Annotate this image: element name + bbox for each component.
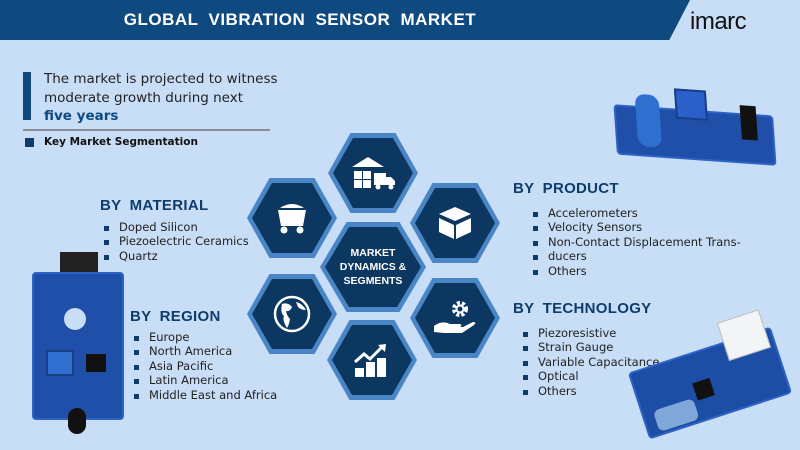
material-list: Doped Silicon Piezoelectric Ceramics Qua… <box>102 220 249 263</box>
list-item: North America <box>132 344 277 358</box>
globe-icon <box>273 295 311 333</box>
sensor-board-image-top <box>613 88 777 166</box>
product-heading: BY PRODUCT <box>513 180 619 197</box>
potentiometer <box>673 88 708 121</box>
chip <box>86 354 106 372</box>
square-bullet-icon <box>25 138 34 147</box>
hand-gear-icon <box>434 301 476 333</box>
technology-heading: BY TECHNOLOGY <box>513 300 652 317</box>
list-item: Europe <box>132 330 277 344</box>
list-item: Asia Pacific <box>132 359 277 373</box>
mount-hole <box>64 308 86 330</box>
connector <box>716 309 771 362</box>
list-item: Quartz <box>102 249 249 263</box>
hex-material <box>247 178 337 258</box>
page-title: GLOBAL VIBRATION SENSOR MARKET <box>123 10 477 29</box>
list-item: Middle East and Africa <box>132 388 277 402</box>
hex-region <box>247 274 337 354</box>
warehouse-truck-icon <box>352 157 395 190</box>
key-segmentation-label: Key Market Segmentation <box>44 136 198 148</box>
chip <box>692 377 715 401</box>
sensor-board-image-left <box>32 252 124 434</box>
intro-line: The market is projected to witness moder… <box>44 71 278 106</box>
list-item: Strain Gauge <box>521 340 659 354</box>
intro-highlight: five years <box>44 108 119 124</box>
list-item: Others <box>521 384 659 398</box>
technology-list: Piezoresistive Strain Gauge Variable Cap… <box>521 326 659 398</box>
list-item: Variable Capacitance <box>521 355 659 369</box>
product-list: Accelerometers Velocity Sensors Non-Cont… <box>531 206 741 278</box>
region-list: Europe North America Asia Pacific Latin … <box>132 330 277 402</box>
list-item: Piezoelectric Ceramics <box>102 234 249 248</box>
hex-distribution <box>328 133 418 213</box>
potentiometer <box>46 350 74 376</box>
intro-text: The market is projected to witness moder… <box>44 70 304 126</box>
list-item: Optical <box>521 369 659 383</box>
list-item: Velocity Sensors <box>531 220 741 234</box>
list-item: Piezoresistive <box>521 326 659 340</box>
pin-header <box>739 105 758 141</box>
hex-growth <box>327 320 417 400</box>
region-heading: BY REGION <box>130 308 221 325</box>
list-item: Doped Silicon <box>102 220 249 234</box>
header-bar <box>0 0 690 40</box>
intro-accent-bar <box>23 72 31 120</box>
hex-technology <box>410 278 500 358</box>
list-item: Others <box>531 264 741 278</box>
list-item: Latin America <box>132 373 277 387</box>
divider <box>23 129 270 131</box>
box-icon <box>439 207 471 239</box>
growth-chart-icon <box>354 344 386 377</box>
list-item: Accelerometers <box>531 206 741 220</box>
imarc-logo: imarc <box>690 8 747 35</box>
capacitor <box>634 93 663 148</box>
sensor-probe <box>68 408 86 434</box>
list-item: Non-Contact Displacement Trans- <box>531 235 741 249</box>
sensor-element <box>652 398 700 432</box>
pin-header <box>60 252 98 272</box>
list-item: ducers <box>531 249 741 263</box>
mine-cart-icon <box>278 204 306 234</box>
hex-product <box>410 183 500 263</box>
material-heading: BY MATERIAL <box>100 197 209 214</box>
